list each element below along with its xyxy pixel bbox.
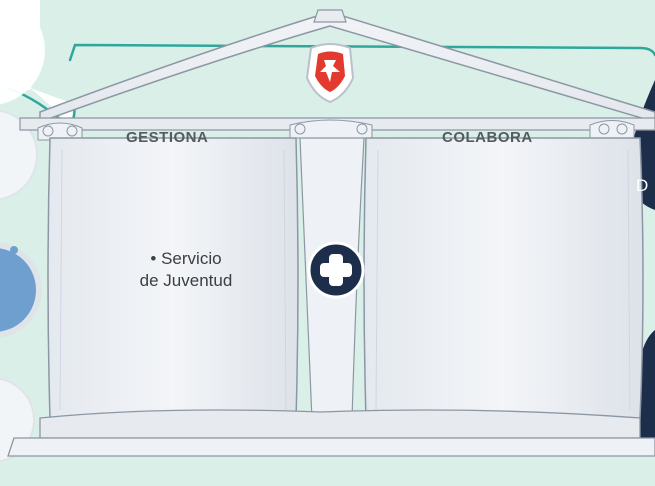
plus-icon [307, 241, 365, 299]
column-heading-colabora: COLABORA [442, 129, 533, 146]
temple-roof [39, 9, 655, 124]
left-column-text: • Servicio de Juventud [96, 248, 276, 292]
column-heading-gestiona: GESTIONA [126, 129, 209, 146]
temple-beam [19, 117, 655, 141]
left-column-line-2: de Juventud [139, 271, 233, 290]
left-column-line-1: • Servicio [150, 249, 222, 268]
side-nav-circles [0, 0, 45, 463]
right-panel-partial-text: D [636, 176, 649, 195]
right-column [363, 137, 644, 419]
temple-base [7, 409, 655, 457]
shield-crest-icon [305, 43, 355, 104]
